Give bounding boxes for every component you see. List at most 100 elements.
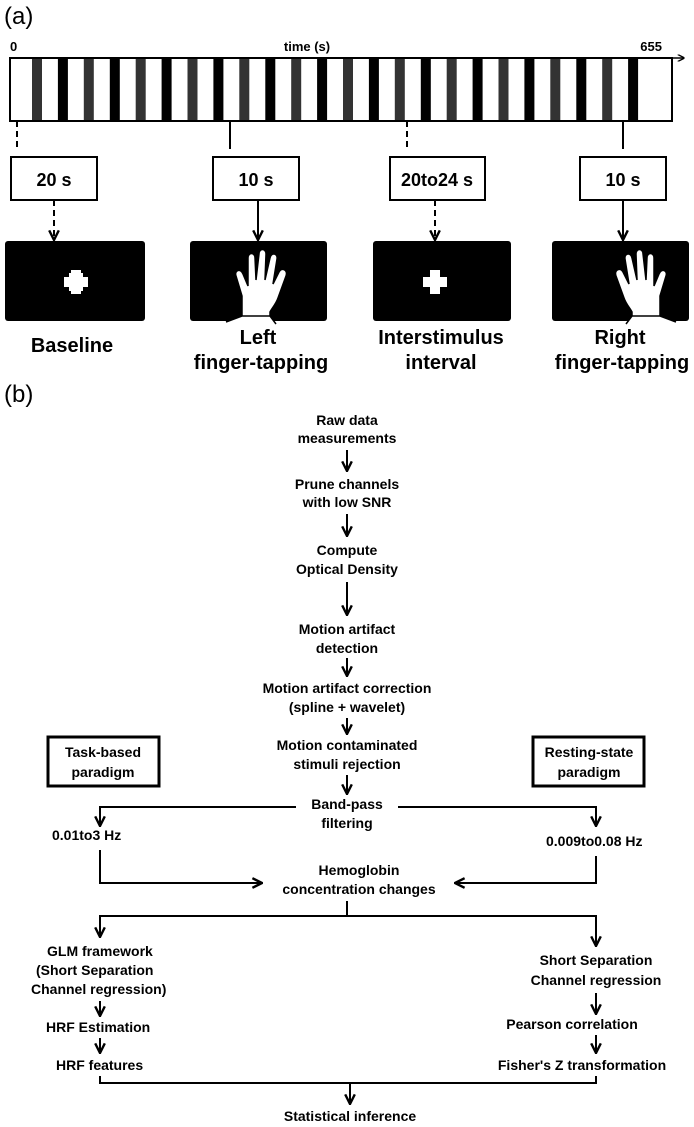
short-separation-step: Short Separation Channel regression (531, 952, 662, 988)
svg-text:(spline + wavelet): (spline + wavelet) (289, 699, 405, 715)
hrf-features-step: HRF features (56, 1057, 143, 1073)
interval-caption-2-line2: finger-tapping (194, 352, 328, 374)
task-frequency: 0.01to3 Hz (52, 827, 121, 843)
glm-framework-step: GLM framework (Short Separation Channel … (31, 943, 166, 997)
stimulus-stripe (628, 58, 639, 121)
interval-box-2 (212, 156, 300, 201)
fisher-step: Fisher's Z transformation (498, 1057, 666, 1073)
svg-text:stimuli rejection: stimuli rejection (293, 756, 400, 772)
split-arrow-right (398, 806, 596, 826)
rest-frequency: 0.009to0.08 Hz (546, 833, 643, 849)
timeline-start-label: 0 (10, 39, 17, 54)
plus-icon (423, 270, 447, 294)
svg-text:Motion contaminated: Motion contaminated (277, 737, 418, 753)
pipeline-step-motion-detection: Motion artifact detection (299, 621, 396, 656)
stimulus-stripe (576, 58, 587, 121)
stimulus-stripe (498, 58, 509, 121)
interval-box-1 (10, 156, 98, 201)
stimulus-stripe (135, 58, 146, 121)
interval-duration-4: 10 s (605, 170, 640, 190)
stimulus-stripe (187, 58, 198, 121)
interval-caption-3-line2: interval (405, 352, 476, 374)
svg-text:GLM framework: GLM framework (47, 943, 153, 959)
plus-icon (64, 270, 88, 294)
timeline-end-label: 655 (640, 39, 662, 54)
interval-caption-4-line2: finger-tapping (555, 352, 689, 374)
panel-b-label: (b) (4, 381, 33, 408)
merge-arrow-left (99, 850, 262, 883)
svg-text:Prune channels: Prune channels (295, 476, 399, 492)
pipeline-step-prune-channels: Prune channels with low SNR (295, 476, 399, 510)
timeline-stimulus-stripes (32, 58, 639, 121)
stimulus-stripe (32, 58, 42, 121)
right-hand-icon (614, 248, 677, 325)
hrf-estimation-step: HRF Estimation (46, 1019, 150, 1035)
rest-paradigm-line2: paradigm (557, 764, 620, 780)
stimulus-stripe (291, 58, 302, 121)
stimulus-stripe (446, 58, 457, 121)
svg-text:Compute: Compute (317, 542, 378, 558)
branch-arrow-right (347, 915, 596, 946)
left-hand-icon (225, 248, 288, 325)
stimulus-stripe (394, 58, 405, 121)
interval-duration-3: 20to24 s (401, 170, 473, 190)
svg-text:Channel regression): Channel regression) (31, 981, 166, 997)
stimulus-stripe (109, 58, 120, 121)
timeline-axis-label: time (s) (284, 39, 330, 54)
svg-text:Motion artifact correction: Motion artifact correction (263, 680, 432, 696)
svg-text:detection: detection (316, 640, 378, 656)
stimulus-stripe (213, 58, 224, 121)
stimulus-stripe (83, 58, 94, 121)
hemoglobin-step: Hemoglobin concentration changes (282, 862, 435, 897)
stimulus-stripe (368, 58, 379, 121)
merge-arrow-right (455, 856, 597, 883)
stimulus-stripe (550, 58, 561, 121)
stimulus-stripe (524, 58, 535, 121)
interval-caption-3-line1: Interstimulus (378, 327, 504, 349)
stimulus-stripe (343, 58, 353, 121)
task-paradigm-line1: Task-based (65, 744, 141, 760)
stimulus-stripe (57, 58, 68, 121)
svg-text:(Short Separation: (Short Separation (36, 962, 153, 978)
pipeline-step-optical-density: Compute Optical Density (296, 542, 398, 577)
stimulus-stripe (265, 58, 276, 121)
rest-paradigm-box (531, 735, 646, 788)
stimulus-stripe (420, 58, 431, 121)
svg-text:measurements: measurements (298, 430, 397, 446)
stimulus-stripe (317, 58, 328, 121)
timeline-bar (9, 57, 673, 122)
svg-text:Band-pass: Band-pass (311, 796, 383, 812)
interval-caption-4-line1: Right (594, 327, 645, 349)
svg-text:Raw data: Raw data (316, 412, 378, 428)
statistical-inference-step: Statistical inference (284, 1108, 416, 1124)
interval-duration-2: 10 s (238, 170, 273, 190)
svg-text:Short Separation: Short Separation (540, 952, 653, 968)
panel-a-label: (a) (4, 3, 33, 30)
stimulus-stripe (161, 58, 172, 121)
task-paradigm-box (46, 735, 161, 788)
split-arrow-left (100, 806, 296, 826)
pipeline-step-stimuli-rejection: Motion contaminated stimuli rejection (277, 737, 418, 772)
interval-caption-2-line1: Left (240, 327, 277, 349)
stimulus-stripe (472, 58, 483, 121)
svg-text:Optical Density: Optical Density (296, 561, 398, 577)
svg-text:Channel regression: Channel regression (531, 972, 662, 988)
stimulus-stripe (602, 58, 613, 121)
branch-arrow-left (100, 901, 348, 937)
svg-text:with low SNR: with low SNR (302, 494, 392, 510)
svg-text:Hemoglobin: Hemoglobin (319, 862, 400, 878)
pipeline-step-motion-correction: Motion artifact correction (spline + wav… (263, 680, 432, 715)
task-paradigm-line2: paradigm (71, 764, 134, 780)
pipeline-step-raw-data: Raw data measurements (298, 412, 397, 446)
pearson-step: Pearson correlation (506, 1016, 638, 1032)
svg-text:concentration changes: concentration changes (282, 881, 435, 897)
interval-duration-1: 20 s (36, 170, 71, 190)
rest-paradigm-line1: Resting-state (545, 744, 634, 760)
pipeline-step-band-pass: Band-pass filtering (311, 796, 383, 831)
interval-caption-1: Baseline (31, 335, 113, 357)
interval-box-3 (389, 156, 486, 201)
stimulus-stripe (239, 58, 250, 121)
svg-text:Motion artifact: Motion artifact (299, 621, 396, 637)
svg-text:filtering: filtering (321, 815, 372, 831)
